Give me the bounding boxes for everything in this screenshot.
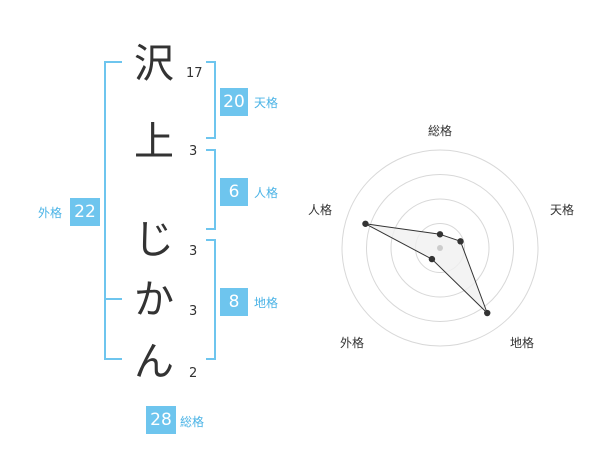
radar-grid <box>341 149 539 347</box>
radar-label-gaikaku: 外格 <box>340 336 365 350</box>
tenkaku-value-badge: 20 <box>220 88 248 116</box>
gaikaku-bracket-vertical <box>104 61 106 360</box>
stroke-count-5: 2 <box>189 366 198 381</box>
tenkaku-bracket-vertical <box>214 61 216 139</box>
gaikaku-bracket-top <box>104 61 122 63</box>
gaikaku-bracket-bottom <box>104 358 122 360</box>
name-char-1: 沢 <box>134 41 174 87</box>
jinkaku-bracket-bottom <box>206 228 216 230</box>
gaikaku-value-badge: 22 <box>70 198 100 226</box>
soukaku-label: 総格 <box>180 415 205 429</box>
chikaku-bracket-bottom <box>206 358 216 360</box>
radar-center-dot <box>437 245 443 251</box>
chikaku-bracket <box>206 239 216 241</box>
chikaku-label: 地格 <box>254 296 279 310</box>
radar-ring-3 <box>366 174 514 322</box>
jinkaku-label: 人格 <box>254 186 279 200</box>
radar-label-tenkaku: 天格 <box>550 203 575 217</box>
name-char-3: じ <box>134 217 174 263</box>
radar-points <box>362 220 491 317</box>
name-char-4: か <box>134 277 174 323</box>
tenkaku-bracket <box>206 61 216 63</box>
soukaku-value-badge: 28 <box>146 406 176 434</box>
jinkaku-bracket <box>206 149 216 151</box>
radar-point-chikaku <box>484 309 491 317</box>
radar-point-tenkaku <box>457 238 464 245</box>
chikaku-bracket-vertical <box>214 239 216 360</box>
gaikaku-label: 外格 <box>38 206 63 220</box>
name-char-5: ん <box>134 339 174 385</box>
tenkaku-label: 天格 <box>254 96 279 110</box>
stroke-count-3: 3 <box>189 244 198 259</box>
jinkaku-bracket-vertical <box>214 149 216 230</box>
radar-label-soukaku: 総格 <box>428 124 453 138</box>
name-char-2: 上 <box>134 119 174 165</box>
radar-polygon <box>365 223 488 314</box>
radar-point-jinkaku <box>362 220 369 227</box>
radar-point-soukaku <box>436 231 444 238</box>
radar-point-gaikaku <box>428 255 436 263</box>
radar-ring-2 <box>390 198 490 298</box>
radar-ring-4 <box>341 149 539 347</box>
radar-label-chikaku: 地格 <box>510 336 535 350</box>
stroke-count-1: 17 <box>186 66 203 81</box>
tenkaku-bracket-bottom <box>206 137 216 139</box>
chikaku-value-badge: 8 <box>220 288 248 316</box>
jinkaku-value-badge: 6 <box>220 178 248 206</box>
stroke-count-4: 3 <box>189 304 198 319</box>
radar-label-jinkaku: 人格 <box>308 203 333 217</box>
gaikaku-bracket-middle <box>104 298 122 300</box>
stroke-count-2: 3 <box>189 144 198 159</box>
